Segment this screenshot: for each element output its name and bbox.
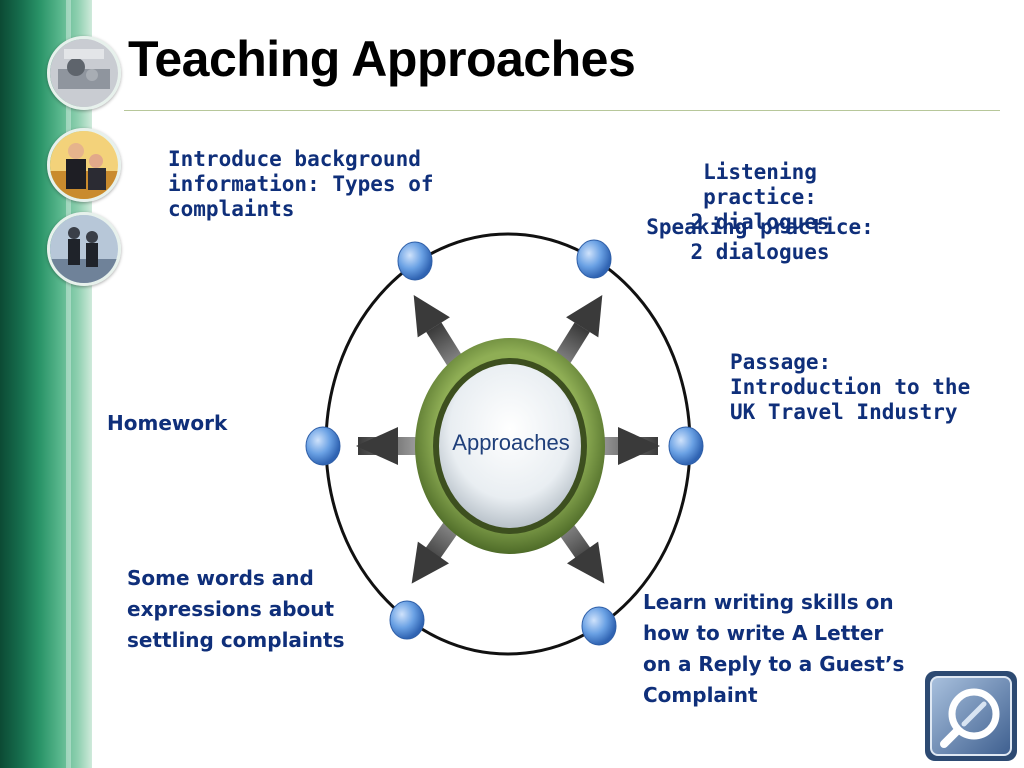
office-photo-icon (47, 36, 121, 110)
label-bottom-right: Learn writing skills on how to write A L… (643, 590, 905, 707)
title-divider (124, 110, 1000, 111)
node-top-right (576, 239, 612, 279)
label-left: Homework (107, 411, 228, 435)
hub-inner-disc (439, 364, 581, 528)
node-top-left (397, 241, 433, 281)
label-top-left: Introduce background information: Types … (168, 147, 434, 221)
magnifier-corner-icon (922, 668, 1020, 764)
node-left (305, 426, 341, 466)
hub-label: Approaches (452, 430, 570, 455)
node-bottom-left (389, 600, 425, 640)
walking-people-photo-icon (47, 212, 121, 286)
slide-title: Teaching Approaches (128, 31, 636, 87)
label-bottom-left: Some words and expressions about settlin… (127, 566, 345, 652)
sidebar-stripe (66, 0, 71, 768)
label-speaking: Speaking practice: 2 dialogues (646, 215, 874, 264)
node-bottom-right (581, 606, 617, 646)
node-right (668, 426, 704, 466)
label-right: Passage: Introduction to the UK Travel I… (730, 350, 971, 424)
label-listening: Listening practice: 2 dialogues (690, 160, 830, 234)
